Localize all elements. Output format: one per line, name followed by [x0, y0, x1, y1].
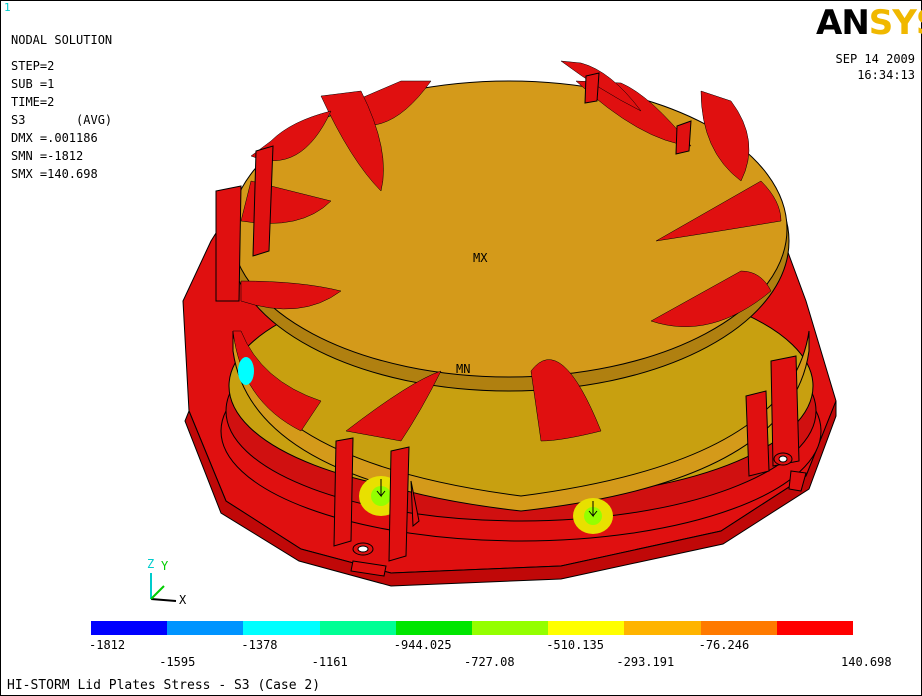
- ansys-logo: ANSYS: [816, 3, 922, 43]
- gussets: [215, 72, 800, 562]
- axis-triad: [150, 573, 177, 602]
- solution-info-line: SMX =140.698: [11, 167, 98, 181]
- time-text: 16:34:13: [857, 68, 915, 82]
- date-time: SEP 14 2009 16:34:13: [836, 51, 915, 83]
- legend-swatch: [91, 621, 168, 635]
- legend-label-top: -944.025: [393, 638, 452, 652]
- contour-legend-bar: [91, 621, 854, 635]
- legend-swatch: [243, 621, 320, 635]
- legend-label-bottom: -727.08: [464, 655, 515, 669]
- min-arrow-2: [588, 501, 598, 518]
- bolt-hole-2-inner: [778, 455, 788, 463]
- lug-tab-left: [350, 560, 387, 577]
- legend-label-bottom: -293.191: [616, 655, 675, 669]
- date-text: SEP 14 2009: [835, 52, 915, 66]
- solution-info-line: SUB =1: [11, 77, 55, 91]
- triad-z-label: Z: [147, 557, 155, 571]
- legend-label-bottom: -1595: [159, 655, 196, 669]
- legend-label-top: -76.246: [698, 638, 750, 652]
- solution-info-line: DMX =.001186: [11, 131, 98, 145]
- triad-y-label: Y: [161, 559, 169, 573]
- solution-title: NODAL SOLUTION: [11, 33, 113, 47]
- bolt-hole-1-inner: [357, 545, 369, 553]
- legend-label-top: -1378: [241, 638, 278, 652]
- legend-swatch: [319, 621, 396, 635]
- solution-info-line: TIME=2: [11, 95, 55, 109]
- window-number: 1: [4, 1, 11, 14]
- triad-x-label: X: [179, 593, 187, 607]
- legend-swatch: [624, 621, 701, 635]
- legend-label-top: -510.135: [546, 638, 604, 652]
- legend-swatch: [548, 621, 625, 635]
- max-marker: MX: [473, 251, 488, 265]
- legend-swatch: [700, 621, 777, 635]
- lug-tab-right: [788, 470, 807, 492]
- legend-swatch: [395, 621, 473, 635]
- plot-caption: HI-STORM Lid Plates Stress - S3 (Case 2): [7, 678, 321, 693]
- legend-swatch: [167, 621, 244, 635]
- shell-band-orange: [232, 330, 810, 512]
- legend-label-bottom: -1161: [311, 655, 348, 669]
- legend-label-bottom: 140.698: [841, 655, 892, 669]
- legend-swatch: [776, 621, 854, 635]
- solution-info-line: STEP=2: [11, 59, 55, 73]
- solution-info-line: SMN =-1812: [11, 149, 84, 163]
- min-arrow-1: [376, 479, 386, 498]
- solution-info-line: S3 (AVG): [11, 113, 113, 127]
- legend-swatch: [472, 621, 549, 635]
- min-marker: MN: [456, 362, 471, 376]
- legend-label-top: -1812: [89, 638, 126, 652]
- hotspot-3: [238, 357, 254, 385]
